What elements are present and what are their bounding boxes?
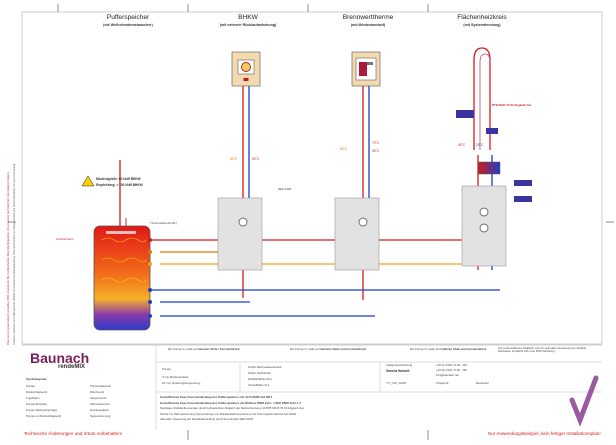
temp-bhkw-b: 50°C [252,157,260,161]
tb-anlage: Sascha Hasselt [386,369,410,373]
col-title-flaeche: Flächenheizkreis [457,14,507,21]
warning-triangle [81,175,95,187]
buffer-tank [93,225,151,331]
note-p3-emph: mittleren Stufe und Konstantdruck [440,347,487,351]
tb-mail: info@baunach.net [436,373,459,377]
sym-f2: Fühler Heizbetrieb [248,371,271,375]
note-p1-lead: Die Pumpe P₁ sollte auf [168,347,199,351]
label-thermo-rl: Thermostatventil (RL) [150,221,177,225]
component-item: Hocheffiziente Zwei-Zonen-Einbindung des… [160,395,273,399]
legend-heading: Symbollegende [26,377,47,381]
pump-groups [217,185,507,271]
footer-left: Technische Änderungen und Irrtum vorbeha… [24,431,123,436]
legend-item: Pumpe mit Rückschlagventil [26,414,62,418]
component-item: Alternativ: Steuerung der Rücklaufanhebu… [160,417,253,422]
brand-sub: rendeMIX [58,364,86,370]
legend-left: Pumpe Rückschlagventil Kugelhahn Pumpe E… [26,384,88,420]
legend-item: Rückschlagventil [26,390,47,394]
note-p3-lead: Die Pumpe P₃ sollte auf [410,347,441,351]
temp-floor-return: 25°C [476,143,484,147]
approved-check [569,375,599,427]
legend-right: Thermostatventil Mischventil Absperrvent… [90,384,154,420]
sym-pump: Pumpe [162,367,171,371]
col-subtitle-flaeche: (mit Systemtrennung) [463,23,501,27]
sym-dtmin: ΔT min Spreizungsbegrenzung [162,381,201,385]
temp-bhkw-a: 60°C [230,157,238,161]
footer-right: Nur Anwendungsbeispiel, kein fertiger In… [488,431,601,436]
temp-boiler-a: 60°C [340,147,348,151]
label-reg: REG-FWR [278,187,292,191]
col-title-brenn: Brennwerttherme [342,14,394,21]
boiler-unit [351,51,381,87]
label-empfehlung: Empfehlung: > 100 l/kW BHKW [96,183,143,187]
legend-item: Pumpe Einzelteil [26,402,47,406]
component-item: Schutz vor Wärmeströmung (Verminderung v… [160,411,297,416]
note-p1-emph: kleinster Stufe / Konstantdruck [198,347,240,351]
component-item: Niedrigere Rücklauftemperatur durch hydr… [160,406,304,411]
tb-projekt: Projekt-Nr. [436,381,450,385]
col-subtitle-bhkw: (mit externer Rücklaufanhebung) [219,23,277,27]
note-rtb: Zum automatischen Abgleich und zur optim… [498,346,587,354]
tb-nr: 777_VIP_10135 [386,381,407,385]
legend-item: Wärmetauscher [90,402,110,406]
components-list: Hocheffiziente Zwei-Zonen-Einbindung des… [160,395,560,423]
drawing-frame [21,11,603,345]
col-subtitle-puffer: (mit Wellrohrwärmetauscher) [103,23,153,27]
legend-item: Systemtrennung [90,414,111,418]
sym-f3: Rücklauffühler RL4 [248,377,272,381]
temp-boiler-c: 65°C [372,149,380,153]
label-fuehler: Fühlerschwert [56,237,74,241]
legend-item: Mischventil [90,390,104,394]
sym-f1: Fühler Warmwasserbetrieb [248,365,282,369]
legend-item: Kugelhahn [26,396,40,400]
legend-item: Absperrventil [90,396,107,400]
brand-logo: Baunach [30,350,90,366]
tb-fax: +49 (0) 2433 / 8 28 - 150 [436,368,467,372]
col-subtitle-brenn: (mit Mindestumlauf) [350,23,386,27]
note-p2: Die Pumpe P₂ sollte auf kleinster Stufe … [290,348,366,351]
bhkw-unit [231,51,261,87]
tb-bearb: Bearbeiter [476,381,489,385]
component-item: Hocheffiziente Zwei-Zonen-Einbindung des… [160,400,302,405]
note-p1: Die Pumpe P₁ sollte auf kleinster Stufe … [168,348,240,351]
col-title-puffer: Pufferspeicher [106,14,150,21]
heat-exchanger [477,161,501,175]
temp-floor-supply: 45°C [458,143,466,147]
label-rtb: RTB DN15 70-60 Abgleich-Set [492,103,532,107]
legend-item: Pumpe [26,384,35,388]
note-p2-emph: kleinster Stufe und Konstantdruck [320,347,367,351]
tb-phone: +49 (0) 2433 / 8 28 - 100 [436,363,467,367]
legend-item: Thermostatventil [90,384,111,388]
label-mindest: Mindestgröße: 60 l/kW BHKW [96,177,141,181]
legend-item: Druckausgleich [90,408,110,412]
note-p3: Die Pumpe P₃ sollte auf mittleren Stufe … [410,348,486,351]
note-p2-lead: Die Pumpe P₂ sollte auf [290,347,321,351]
temp-boiler-b: 70°C [372,141,380,145]
sym-f4: Vorlauffühler VL1 [248,383,270,387]
tb-anlage-label: Anlagenbezeichnung [386,363,413,367]
col-title-bhkw: BHKW [238,14,258,21]
legend-item: Pumpe Wärmeübertrager [26,408,58,412]
sym-vmin: V̇ min Mindestumlauf [162,375,189,379]
